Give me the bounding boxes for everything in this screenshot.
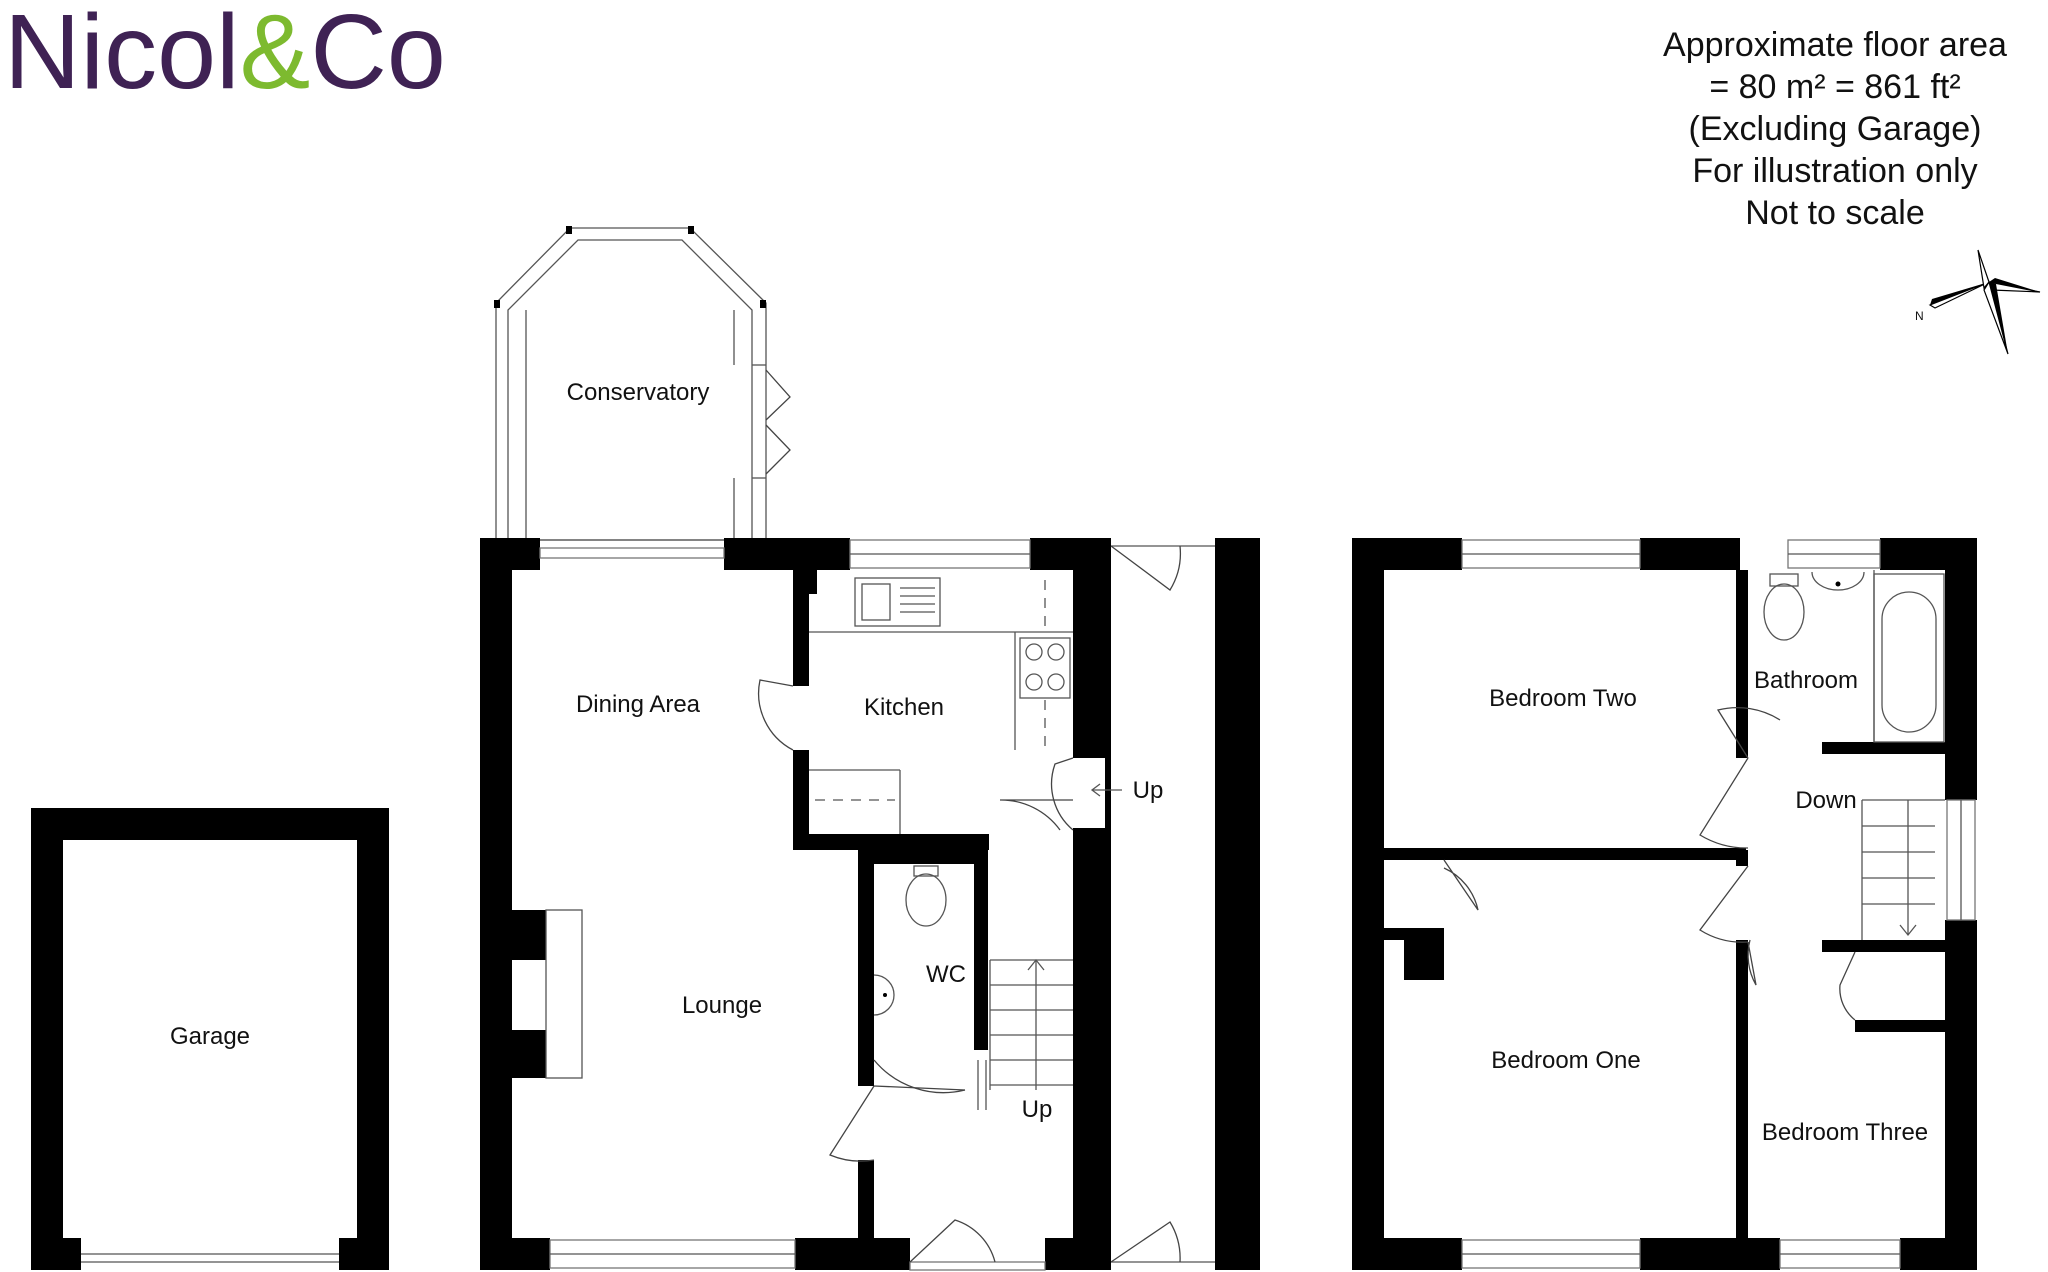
- floor-area-exclusion: (Excluding Garage): [1688, 110, 1982, 148]
- ground-floor-walls: [480, 538, 1105, 1270]
- stairs-up-label: Up: [1022, 1096, 1053, 1123]
- compass-icon: N: [1915, 249, 2041, 355]
- brand-name-part1: Nicol: [4, 0, 240, 111]
- brand-logo: Nicol&Co: [4, 0, 446, 111]
- side-passage-up-label: Up: [1133, 777, 1164, 804]
- room-label-kitchen: Kitchen: [864, 694, 944, 721]
- brand-ampersand: &: [240, 0, 311, 111]
- floor-area-value: = 80 m² = 861 ft²: [1709, 68, 1961, 106]
- brand-name-part2: Co: [310, 0, 446, 111]
- room-label-bathroom: Bathroom: [1754, 667, 1858, 694]
- scale-disclaimer: Not to scale: [1745, 194, 1925, 232]
- first-floor-walls: [1352, 538, 1977, 1270]
- floor-area-info: Approximate floor area = 80 m² = 861 ft²…: [1620, 24, 2048, 234]
- room-label-garage: Garage: [170, 1023, 250, 1050]
- svg-text:Nicol&Co: Nicol&Co: [4, 0, 446, 111]
- room-label-bedroom-three: Bedroom Three: [1762, 1119, 1928, 1146]
- landing-down-label: Down: [1795, 787, 1856, 814]
- floor-area-heading: Approximate floor area: [1663, 26, 2007, 64]
- room-label-dining-area: Dining Area: [576, 691, 701, 718]
- room-label-wc: WC: [926, 961, 966, 988]
- first-floor-doors: [1443, 707, 1856, 1021]
- illustration-disclaimer: For illustration only: [1692, 152, 1978, 190]
- side-passage: [1090, 538, 1260, 1270]
- ground-floor-fittings: [809, 577, 1073, 1110]
- compass-north-label: N: [1915, 309, 1924, 323]
- first-floor-windows: [1461, 539, 1976, 1269]
- room-label-bedroom-one: Bedroom One: [1491, 1047, 1640, 1074]
- room-label-bedroom-two: Bedroom Two: [1489, 685, 1637, 712]
- garage-structure: [31, 808, 389, 1270]
- first-floor-fittings: [1763, 570, 1945, 940]
- ground-floor-windows: [539, 539, 1046, 1271]
- room-label-conservatory: Conservatory: [567, 379, 710, 406]
- room-label-lounge: Lounge: [682, 992, 762, 1019]
- ground-floor-doors: [757, 679, 1074, 1263]
